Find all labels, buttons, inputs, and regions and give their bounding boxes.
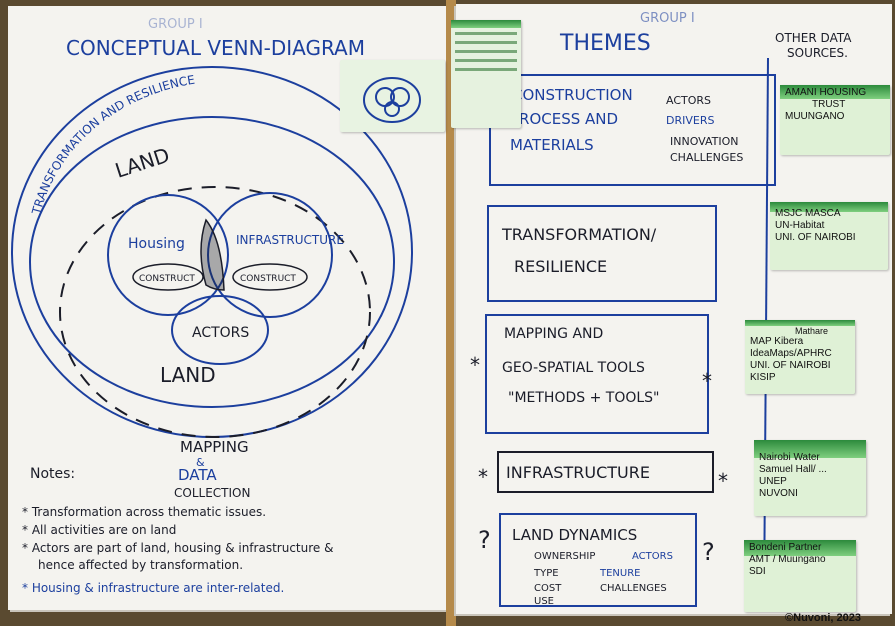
faint-group-heading: GROUP I bbox=[148, 17, 203, 32]
sticky-2-line-3: UNI. OF NAIROBI bbox=[775, 232, 856, 243]
theme-3-line-2: GEO-SPATIAL TOOLS bbox=[502, 360, 645, 376]
theme-box-mapping bbox=[485, 314, 709, 434]
group-sticky-pad bbox=[451, 20, 521, 128]
mapping-dashed-circle bbox=[59, 186, 371, 438]
theme-1-bullet-3: INNOVATION bbox=[670, 135, 739, 148]
sticky-4-line-3: UNEP bbox=[759, 476, 787, 487]
construct-right-label: CONSTRUCT bbox=[240, 274, 296, 284]
sticky-4-line-4: NUVONI bbox=[759, 488, 798, 499]
theme-1-bullet-2: DRIVERS bbox=[666, 114, 714, 127]
sticky-1-line-2: TRUST bbox=[812, 99, 846, 110]
sticky-3-line-2: MAP Kibera bbox=[750, 336, 804, 347]
theme-1-line-2: PROCESS AND bbox=[510, 110, 618, 128]
theme-1-bullet-4: CHALLENGES bbox=[670, 151, 743, 164]
sticky-3-line-3: IdeaMaps/APHRC bbox=[750, 348, 832, 359]
theme-box-infrastructure bbox=[497, 451, 714, 493]
theme-3-star-left: * bbox=[470, 353, 480, 377]
sticky-3-line-5: KISIP bbox=[750, 372, 776, 383]
housing-label: Housing bbox=[128, 236, 185, 252]
housing-circle bbox=[107, 194, 229, 316]
theme-5-bullet-5: COST bbox=[534, 583, 562, 594]
themes-title: THEMES bbox=[559, 31, 651, 56]
sticky-note-land-sources: Bondeni Partner AMT / Muungano SDI bbox=[744, 540, 856, 612]
theme-box-land-dynamics bbox=[499, 513, 697, 607]
note-3: * Actors are part of land, housing & inf… bbox=[22, 541, 333, 555]
land-label-bottom: LAND bbox=[160, 363, 216, 387]
sticky-note-mapping-sources: Mathare MAP Kibera IdeaMaps/APHRC UNI. O… bbox=[745, 320, 855, 394]
actors-circle bbox=[171, 295, 269, 365]
infrastructure-label: INFRASTRUCTURE bbox=[236, 233, 344, 247]
venn-sketch-sticky bbox=[340, 60, 445, 132]
theme-5-bullet-4: TENURE bbox=[599, 568, 641, 579]
mapping-amp: & bbox=[196, 456, 205, 469]
land-label-top: LAND bbox=[112, 143, 172, 183]
group-label: GROUP I bbox=[640, 11, 695, 26]
note-3-cont: hence affected by transformation. bbox=[38, 558, 243, 572]
notes-label: Notes: bbox=[30, 466, 75, 482]
sticky-note-infrastructure-sources: Nairobi Water Samuel Hall/ ... UNEP NUVO… bbox=[754, 440, 866, 516]
theme-2-line-2: RESILIENCE bbox=[514, 257, 607, 276]
theme-5-question-right: ? bbox=[702, 538, 715, 566]
data-label: DATA bbox=[178, 466, 217, 484]
theme-3-line-1: MAPPING AND bbox=[504, 326, 603, 342]
sticky-4-line-2: Samuel Hall/ ... bbox=[759, 464, 827, 475]
theme-5-bullet-3: TYPE bbox=[533, 568, 559, 579]
overlap-hatch bbox=[200, 218, 225, 291]
sticky-5-line-3: SDI bbox=[749, 566, 766, 577]
sticky-1-line-3: MUUNGANO bbox=[785, 111, 845, 122]
theme-4-line-1: INFRASTRUCTURE bbox=[506, 463, 650, 482]
mapping-label: MAPPING bbox=[180, 438, 249, 456]
construct-left-label: CONSTRUCT bbox=[139, 274, 195, 284]
sticky-note-construction-sources: AMANI HOUSING TRUST MUUNGANO bbox=[780, 85, 890, 155]
theme-2-line-1: TRANSFORMATION/ bbox=[501, 225, 657, 244]
theme-1-line-1: CONSTRUCTION bbox=[512, 86, 633, 104]
theme-4-star-right: * bbox=[718, 469, 728, 493]
theme-5-bullet-6: CHALLENGES bbox=[600, 583, 667, 594]
theme-1-line-3: MATERIALS bbox=[510, 136, 594, 154]
board-divider bbox=[446, 0, 456, 626]
theme-5-line-1: LAND DYNAMICS bbox=[512, 526, 637, 544]
sticky-5-line-2: AMT / Muungano bbox=[749, 554, 826, 565]
land-circle bbox=[29, 116, 395, 408]
construct-right-oval bbox=[232, 263, 308, 291]
sticky-4-line-1: Nairobi Water bbox=[759, 452, 820, 463]
actors-label: ACTORS bbox=[192, 325, 249, 341]
sticky-note-transformation-sources: MSJC MASCA UN-Habitat UNI. OF NAIROBI bbox=[770, 202, 888, 270]
theme-4-star-left: * bbox=[478, 465, 488, 489]
sticky-2-line-2: UN-Habitat bbox=[775, 220, 825, 231]
theme-5-bullet-2: ACTORS bbox=[632, 551, 673, 562]
theme-5-bullet-1: OWNERSHIP bbox=[534, 551, 595, 562]
theme-box-construction bbox=[489, 74, 776, 186]
mini-venn-icon bbox=[363, 77, 421, 123]
note-2: * All activities are on land bbox=[22, 523, 176, 537]
photo-credit: ©Nuvoni, 2023 bbox=[785, 612, 861, 624]
theme-5-bullet-7: USE bbox=[534, 596, 554, 607]
sticky-3-line-4: UNI. OF NAIROBI bbox=[750, 360, 831, 371]
note-4: * Housing & infrastructure are inter-rel… bbox=[22, 581, 284, 595]
note-1: * Transformation across thematic issues. bbox=[22, 505, 266, 519]
venn-title: CONCEPTUAL VENN-DIAGRAM bbox=[66, 36, 365, 60]
construct-left-oval bbox=[132, 263, 204, 291]
theme-box-transformation bbox=[487, 205, 717, 302]
sticky-3-line-1: Mathare bbox=[795, 326, 829, 336]
infrastructure-circle bbox=[207, 192, 333, 318]
sticky-2-line-1: MSJC MASCA bbox=[775, 208, 841, 219]
sticky-1-line-1: AMANI HOUSING bbox=[785, 87, 867, 98]
theme-1-bullet-1: ACTORS bbox=[666, 94, 711, 107]
collection-label: COLLECTION bbox=[174, 486, 250, 500]
other-sources-line-1: OTHER DATA bbox=[775, 31, 852, 45]
theme-5-question-left: ? bbox=[478, 526, 491, 554]
other-sources-line-2: SOURCES. bbox=[787, 46, 848, 60]
theme-3-line-3: "METHODS + TOOLS" bbox=[508, 390, 659, 406]
sticky-5-line-1: Bondeni Partner bbox=[749, 542, 822, 553]
theme-3-star-right: * bbox=[702, 369, 712, 393]
